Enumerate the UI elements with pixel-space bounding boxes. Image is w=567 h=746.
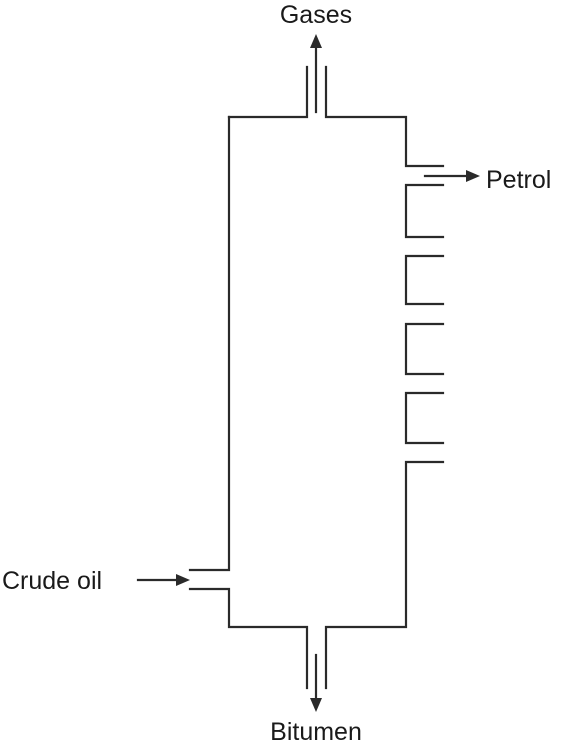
column-bottom-right: [324, 460, 445, 690]
crude-oil-arrow: [136, 574, 190, 586]
side-outlet-petrol: [404, 183, 445, 239]
label-gases: Gases: [280, 1, 352, 29]
label-petrol: Petrol: [486, 166, 551, 194]
bitumen-arrow: [310, 653, 322, 712]
label-crude-oil: Crude oil: [2, 567, 102, 595]
side-outlet-4: [404, 391, 445, 445]
column-left-wall-upper: [188, 115, 231, 572]
gases-arrow: [310, 34, 322, 114]
side-outlets: [404, 183, 445, 445]
column-top-right: [324, 65, 445, 168]
side-outlet-3: [404, 322, 445, 376]
petrol-arrow: [423, 170, 480, 182]
label-bitumen: Bitumen: [270, 718, 362, 746]
column-top-left: [227, 65, 309, 119]
column-outline: [188, 65, 445, 690]
side-outlet-2: [404, 254, 445, 306]
column-left-wall-lower: [188, 587, 309, 690]
